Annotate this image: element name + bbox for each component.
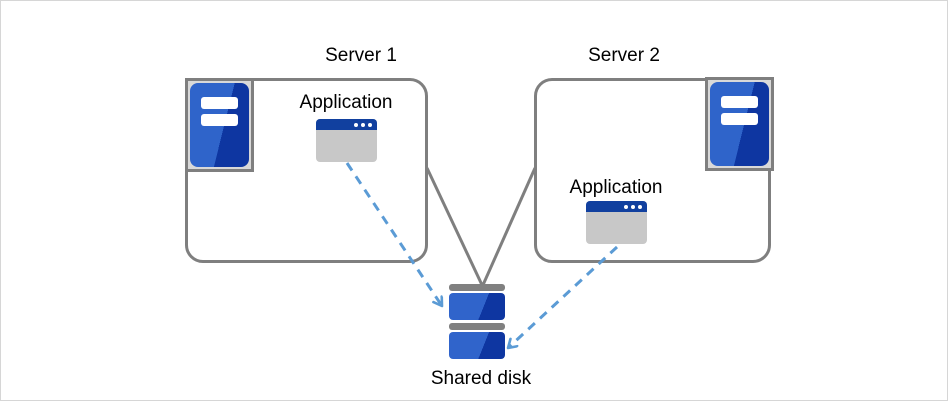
connector-server1-to-disk	[425, 167, 484, 286]
app-window-icon	[586, 201, 647, 244]
server-icon-body	[710, 82, 769, 166]
disk-cap	[449, 284, 505, 291]
disk-cap	[449, 323, 505, 330]
server2-label: Server 2	[588, 45, 660, 66]
server-icon-body	[190, 83, 249, 167]
server-icon	[185, 78, 254, 172]
titlebar-dot-icon	[638, 204, 642, 209]
titlebar-dot-icon	[624, 204, 628, 209]
server-slot	[721, 96, 758, 108]
server-slot	[201, 114, 238, 126]
server-slot	[721, 113, 758, 125]
server-slot	[201, 97, 238, 109]
titlebar-dot-icon	[354, 122, 358, 127]
titlebar-dot-icon	[361, 122, 365, 127]
app-window-titlebar	[316, 119, 377, 130]
app1-label: Application	[299, 92, 393, 113]
arrow-app1-to-disk	[345, 162, 442, 306]
titlebar-dot-icon	[368, 122, 372, 127]
arrow-app2-to-disk	[508, 245, 619, 348]
shared-disk-icon	[449, 284, 505, 362]
disk-platter	[449, 332, 505, 359]
server1-label: Server 1	[325, 45, 397, 66]
disk-platter	[449, 293, 505, 320]
app-window-icon	[316, 119, 377, 162]
app2-label: Application	[569, 177, 663, 198]
app-window-titlebar	[586, 201, 647, 212]
server-icon	[705, 77, 774, 171]
shared-disk-label: Shared disk	[430, 368, 532, 389]
connector-server2-to-disk	[481, 167, 537, 286]
titlebar-dot-icon	[631, 204, 635, 209]
